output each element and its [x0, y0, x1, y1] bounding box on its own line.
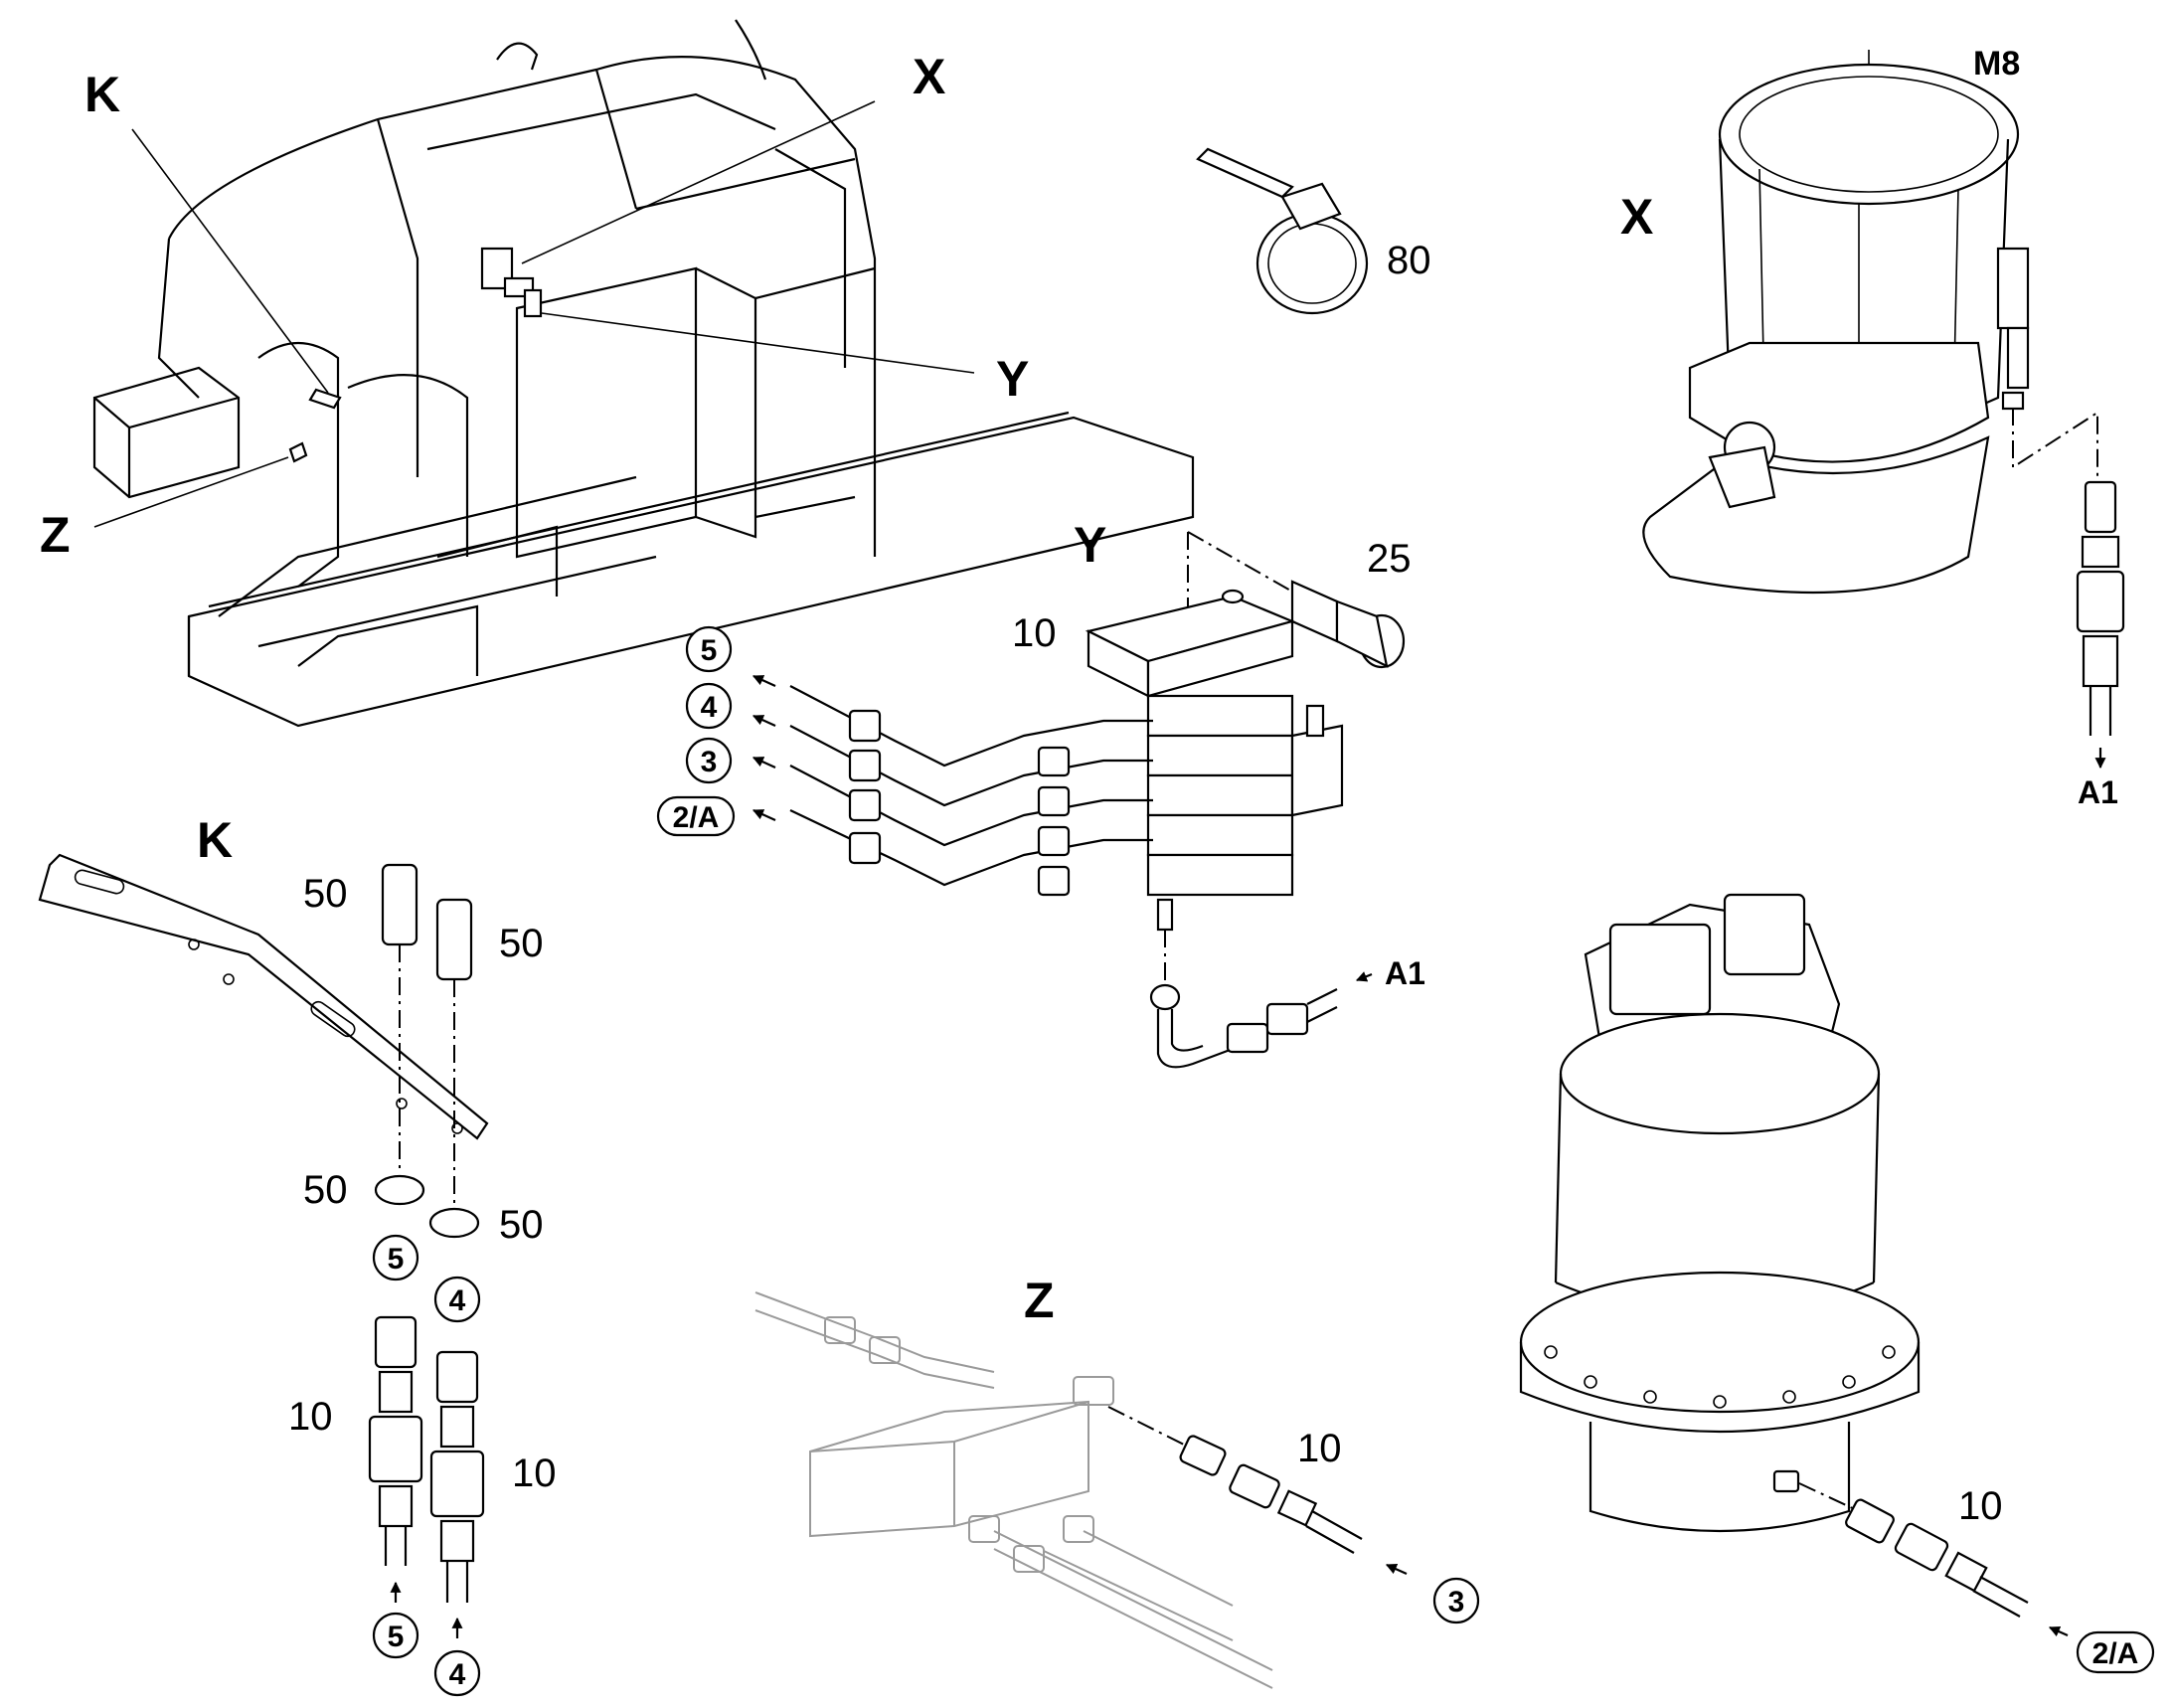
k-mid-bubble-left: 5	[388, 1243, 405, 1276]
bolt-center-line	[1187, 531, 1293, 593]
block-qty-label: 10	[1012, 611, 1057, 655]
distributor-block	[1085, 589, 1344, 932]
z-line-label: 10	[1297, 1427, 1342, 1470]
grease-pump	[1642, 50, 2030, 595]
k-fit-top-right-label: 50	[499, 922, 544, 965]
detail-x-title: X	[1620, 189, 1653, 245]
callout-y: Y	[996, 351, 1029, 407]
k-bracket	[38, 853, 489, 1140]
leader-y	[541, 312, 975, 374]
k-nut-left-label: 50	[303, 1168, 348, 1212]
k-nuts	[374, 1174, 480, 1239]
pump-outlet-fitting	[2076, 480, 2125, 736]
swing-motor	[1519, 893, 1921, 1533]
motor-line-label: 10	[1958, 1484, 2003, 1528]
detail-k-title: K	[197, 812, 233, 868]
leader-z	[93, 456, 289, 528]
y-out-bubble-3: 3	[701, 746, 718, 778]
z-junction-block	[754, 1291, 1273, 1689]
k-bot-bubble-left: 5	[388, 1621, 405, 1653]
callout-x: X	[913, 49, 945, 104]
k-fittings-top	[381, 863, 473, 981]
motor-center-line	[1798, 1482, 1860, 1512]
z-inlet-arrow	[1385, 1563, 1408, 1576]
detail-z-title: Z	[1024, 1273, 1055, 1328]
k-fit-top-left-label: 50	[303, 872, 348, 916]
motor-inlet-bubble	[2076, 1630, 2155, 1674]
leader-k	[131, 128, 329, 394]
z-inlet-bubble-label: 3	[1448, 1586, 1465, 1619]
bolt-qty-label: 25	[1367, 537, 1412, 581]
motor-inlet-arrow	[2048, 1625, 2069, 1637]
k-nut-right-label: 50	[499, 1203, 544, 1247]
k-hose-fittings	[368, 1315, 485, 1603]
k-line-right-label: 10	[512, 1452, 557, 1495]
k-mid-bubbles	[372, 1234, 481, 1323]
callout-k: K	[84, 67, 120, 122]
z-inlet-bubble	[1432, 1577, 1480, 1624]
y-out-bubble-1: 5	[701, 634, 718, 667]
pump-center-line	[2012, 408, 2098, 477]
tie-qty-label: 80	[1387, 239, 1431, 282]
motor-inlet-bubble-label: 2/A	[2092, 1637, 2139, 1670]
k-bot-bubble-right: 4	[449, 1658, 466, 1691]
y-out-bubble-4: 2/A	[673, 801, 720, 834]
z-inlet-fitting	[1179, 1435, 1363, 1554]
y-out-bubble-2: 4	[701, 691, 718, 724]
mounting-bolt	[1290, 580, 1406, 669]
detail-y-title: Y	[1074, 517, 1106, 573]
m8-label: M8	[1973, 45, 2020, 83]
distributor-inlet-line	[1149, 930, 1338, 1069]
cable-tie	[1196, 147, 1369, 315]
distributor-outlet-lines	[789, 685, 1153, 897]
z-center-line	[1107, 1406, 1189, 1448]
k-mid-bubble-right: 4	[449, 1284, 466, 1317]
overview-machine-frame	[92, 19, 1195, 728]
a1-block-arrow	[1355, 971, 1373, 982]
a1-pump-label: A1	[2078, 774, 2118, 810]
a1-block-label: A1	[1385, 955, 1425, 991]
leader-x	[521, 100, 876, 264]
k-bottom-bubbles	[372, 1612, 481, 1697]
motor-inlet-fitting	[1845, 1498, 2029, 1618]
callout-z: Z	[40, 507, 71, 563]
y-outlet-bubbles	[656, 625, 776, 837]
k-line-left-label: 10	[288, 1395, 333, 1439]
